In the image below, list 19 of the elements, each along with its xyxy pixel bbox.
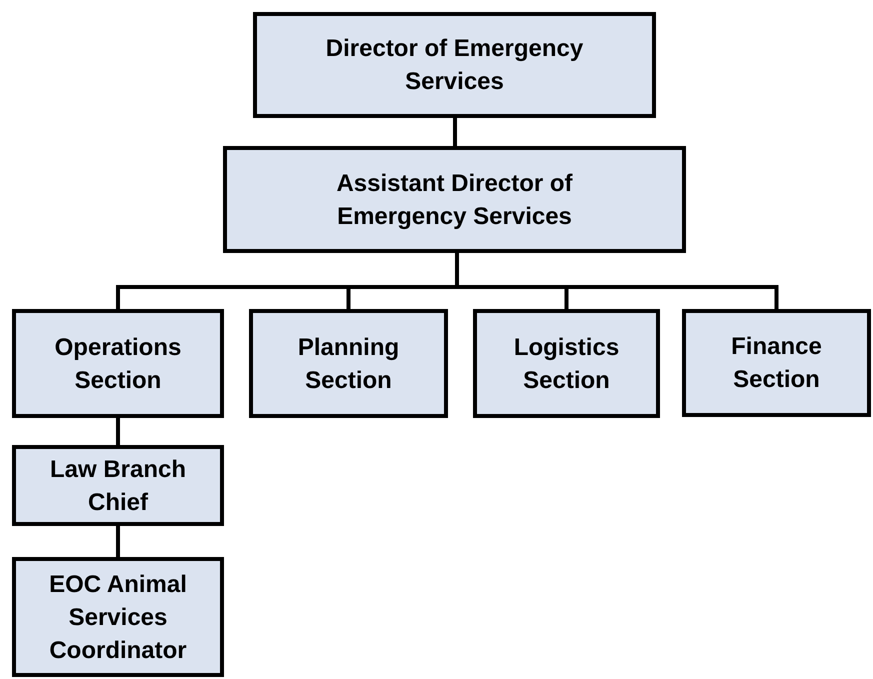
org-box [12, 445, 224, 526]
role-title: Logistics Section [512, 332, 620, 396]
org-box [249, 309, 448, 418]
org-box [473, 309, 660, 418]
role-title: Law Branch Chief [48, 454, 188, 518]
org-box [223, 146, 686, 253]
org-box [12, 557, 224, 677]
org-box [682, 309, 871, 417]
org-box [253, 12, 656, 118]
org-box [12, 309, 224, 418]
role-title: EOC Animal Services Coordinator [48, 570, 188, 666]
role-title: Director of Emergency Services [324, 34, 584, 97]
role-title: Operations Section [54, 332, 182, 396]
connector-line [453, 118, 457, 146]
connector-line [116, 418, 120, 445]
role-title: Finance Section [730, 332, 823, 395]
role-title: Assistant Director of Emergency Services [335, 168, 574, 232]
connector-line [116, 526, 120, 557]
role-title: Planning Section [296, 332, 400, 396]
